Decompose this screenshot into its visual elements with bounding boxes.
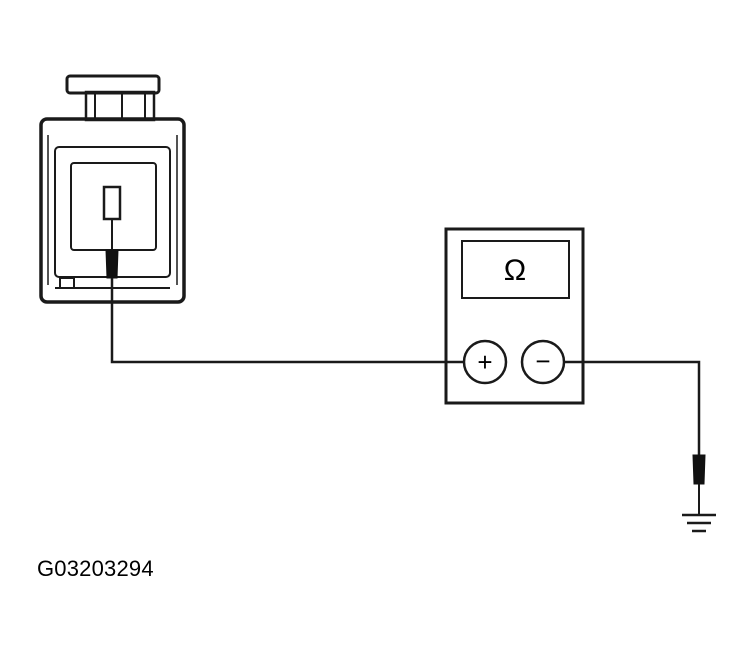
connector-cavity [70, 162, 157, 251]
probe-positive [105, 219, 119, 279]
test-lead-negative [564, 360, 701, 455]
probe-tip-negative [692, 454, 706, 485]
positive-terminal-label: + [477, 347, 492, 377]
connector-latch-tab [65, 74, 161, 95]
connector-terminal-pin [102, 185, 122, 221]
ohm-symbol: Ω [504, 254, 526, 287]
probe-negative [692, 454, 706, 515]
ohmmeter-body [444, 227, 585, 405]
connector-key [59, 277, 75, 289]
ohmmeter: Ω + − [444, 227, 585, 405]
electrical-connector [39, 74, 186, 304]
ohmmeter-display [461, 240, 570, 299]
figure-id: G03203294 [37, 556, 154, 581]
negative-terminal-label: − [535, 346, 550, 376]
positive-terminal [462, 339, 508, 385]
ground-icon [682, 513, 716, 533]
connector-latch-neck [84, 90, 156, 122]
test-lead-positive [110, 278, 464, 364]
probe-tip-positive [105, 249, 119, 279]
